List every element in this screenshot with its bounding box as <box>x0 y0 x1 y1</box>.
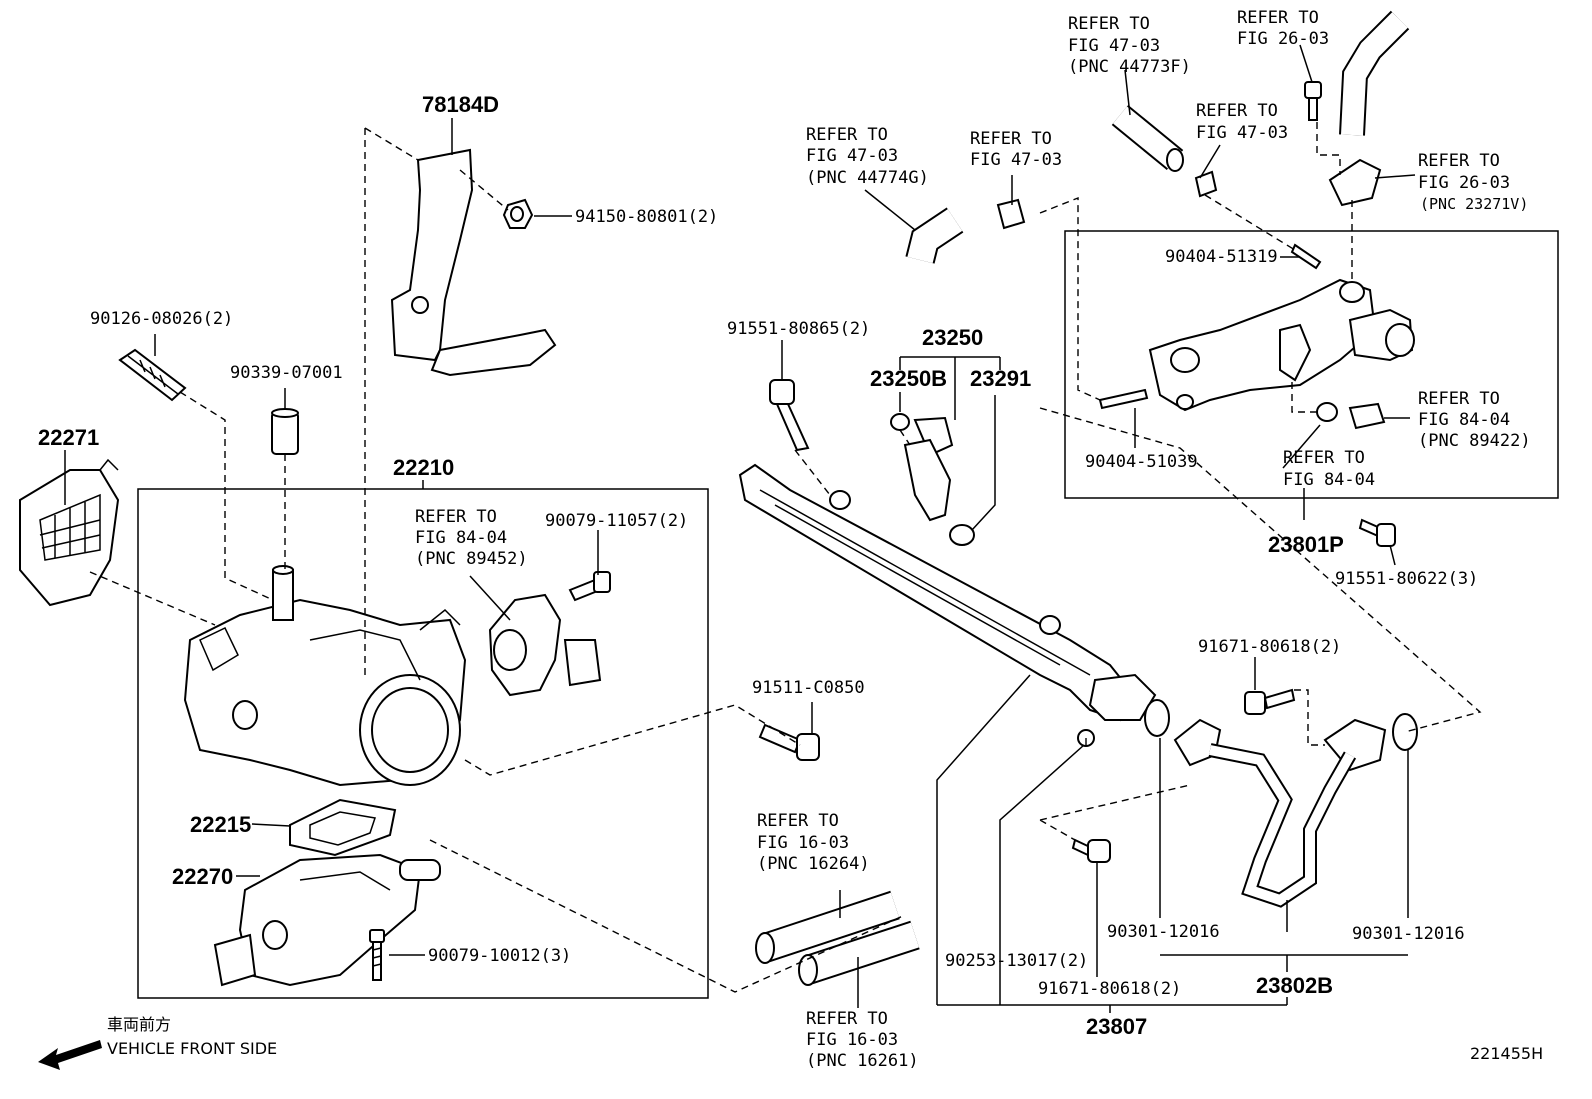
stud-90404-51039-drawing <box>1098 388 1149 410</box>
label-91671-80618-top: 91671-80618(2) <box>1198 637 1341 657</box>
label-90339-07001: 90339-07001 <box>230 363 343 383</box>
ref-fig16-16261-line1: REFER TO <box>806 1009 888 1029</box>
hose-44773F-drawing <box>1111 104 1218 198</box>
pressure-regulator-bracket-drawing <box>1148 278 1415 412</box>
hose-16261-drawing <box>798 920 920 986</box>
ref-fig47-44773F-line2: FIG 47-03 <box>1068 36 1160 56</box>
ref-fig16-16261-line2: FIG 16-03 <box>806 1030 898 1050</box>
ref-fig16-16264-line1: REFER TO <box>757 811 839 831</box>
label-90404-51039: 90404-51039 <box>1085 452 1198 472</box>
diagram-code: 221455H <box>1470 1044 1543 1063</box>
front-arrow-icon <box>38 1040 102 1070</box>
iac-valve-22270-drawing <box>213 853 441 987</box>
bolt-91511-drawing <box>758 723 820 761</box>
label-90301-12016-left: 90301-12016 <box>1107 922 1220 942</box>
gasket-22215-drawing <box>289 798 397 857</box>
ref-fig84-89452-line1: REFER TO <box>415 507 497 527</box>
hose-16264-drawing <box>755 890 900 964</box>
label-90301-12016-right: 90301-12016 <box>1352 924 1465 944</box>
sensor-89452-drawing <box>488 593 602 697</box>
bolt-91671-bottom-drawing <box>1071 838 1111 863</box>
label-94150-80801: 94150-80801(2) <box>575 207 718 227</box>
label-91551-80622: 91551-80622(3) <box>1335 569 1478 589</box>
ref-fig47-44773F-line1: REFER TO <box>1068 14 1150 34</box>
ref-fig84-washer-line1: REFER TO <box>1283 448 1365 468</box>
ref-fig84-89422-line3: (PNC 89422) <box>1418 431 1531 451</box>
ref-fig47-clamp-line2: FIG 47-03 <box>1196 123 1288 143</box>
ref-fig26-23271V-line3: (PNC 23271V) <box>1420 195 1528 213</box>
label-91551-80865: 91551-80865(2) <box>727 319 870 339</box>
label-78184D: 78184D <box>422 92 499 117</box>
label-90079-10012: 90079-10012(3) <box>428 946 571 966</box>
ref-fig26-23271V-line1: REFER TO <box>1418 151 1500 171</box>
bolt-91551-80865-drawing <box>769 379 810 452</box>
front-label-en: VEHICLE FRONT SIDE <box>107 1039 277 1058</box>
throttle-body-drawing <box>183 565 467 787</box>
front-label-jp: 車両前方 <box>107 1015 171 1034</box>
bracket-78184D-drawing <box>390 148 557 377</box>
label-22210: 22210 <box>393 455 454 480</box>
ref-fig26-23271V-line2: FIG 26-03 <box>1418 173 1510 193</box>
bolt-91551-80622-drawing <box>1358 518 1396 547</box>
ref-fig47-44773F-line3: (PNC 44773F) <box>1068 57 1191 77</box>
delivery-pipe-bracket-box <box>1064 230 1559 499</box>
leader-lines <box>64 44 1416 1013</box>
label-22271: 22271 <box>38 425 99 450</box>
hose-44774G-drawing <box>905 198 1026 264</box>
ref-fig84-89452-line3: (PNC 89452) <box>415 549 528 569</box>
ref-fig26-top-line1: REFER TO <box>1237 8 1319 28</box>
injector-drawing <box>890 413 975 546</box>
screw-90079-11057-drawing <box>568 571 611 602</box>
label-91511-C0850: 91511-C0850 <box>752 678 865 698</box>
gasket-22271-drawing <box>19 458 120 607</box>
stud-90404-51319-drawing <box>1290 243 1322 270</box>
fuel-pipe-23802B-drawing <box>1173 718 1387 908</box>
label-23802B: 23802B <box>1256 973 1333 998</box>
delivery-pipe-drawing <box>738 463 1157 747</box>
label-22215: 22215 <box>190 812 251 837</box>
label-23801P: 23801P <box>1268 532 1344 557</box>
ref-fig16-16264-line3: (PNC 16264) <box>757 854 870 874</box>
ref-fig26-top-line2: FIG 26-03 <box>1237 29 1329 49</box>
label-22270: 22270 <box>172 864 233 889</box>
ref-fig16-16261-line3: (PNC 16261) <box>806 1051 919 1071</box>
ref-fig84-89422-line2: FIG 84-04 <box>1418 410 1510 430</box>
screw-90079-10012-drawing <box>369 929 385 981</box>
o-ring-right-drawing <box>1392 713 1418 751</box>
nut-94150-drawing <box>502 198 534 229</box>
label-23291: 23291 <box>970 366 1031 391</box>
label-23807: 23807 <box>1086 1014 1147 1039</box>
label-91671-80618-bottom: 91671-80618(2) <box>1038 979 1181 999</box>
sensor-89422-drawing <box>1316 402 1386 430</box>
ref-fig84-washer-line2: FIG 84-04 <box>1283 470 1375 490</box>
stud-90126-drawing <box>118 348 187 402</box>
bolt-91671-top-drawing <box>1244 688 1296 715</box>
ref-fig47-clamp-line1: REFER TO <box>1196 101 1278 121</box>
label-90404-51319: 90404-51319 <box>1165 247 1278 267</box>
label-90253-13017: 90253-13017(2) <box>945 951 1088 971</box>
ref-fig84-89452-line2: FIG 84-04 <box>415 528 507 548</box>
o-ring-left-drawing <box>1144 699 1170 737</box>
ref-fig47-middle-line2: FIG 47-03 <box>970 150 1062 170</box>
ref-fig47-44774G-line2: FIG 47-03 <box>806 146 898 166</box>
ref-fig47-middle-line1: REFER TO <box>970 129 1052 149</box>
label-23250: 23250 <box>922 325 983 350</box>
ref-fig16-16264-line2: FIG 16-03 <box>757 833 849 853</box>
label-23250B: 23250B <box>870 366 947 391</box>
fuel-line-23271V-drawing <box>1304 10 1410 207</box>
ref-fig84-89422-line1: REFER TO <box>1418 389 1500 409</box>
ref-fig47-44774G-line3: (PNC 44774G) <box>806 168 929 188</box>
label-90079-11057: 90079-11057(2) <box>545 511 688 531</box>
guide-lines-dashed <box>89 98 1482 993</box>
sleeve-90339-drawing <box>271 408 299 455</box>
ref-fig47-44774G-line1: REFER TO <box>806 125 888 145</box>
label-90126-08026: 90126-08026(2) <box>90 309 233 329</box>
